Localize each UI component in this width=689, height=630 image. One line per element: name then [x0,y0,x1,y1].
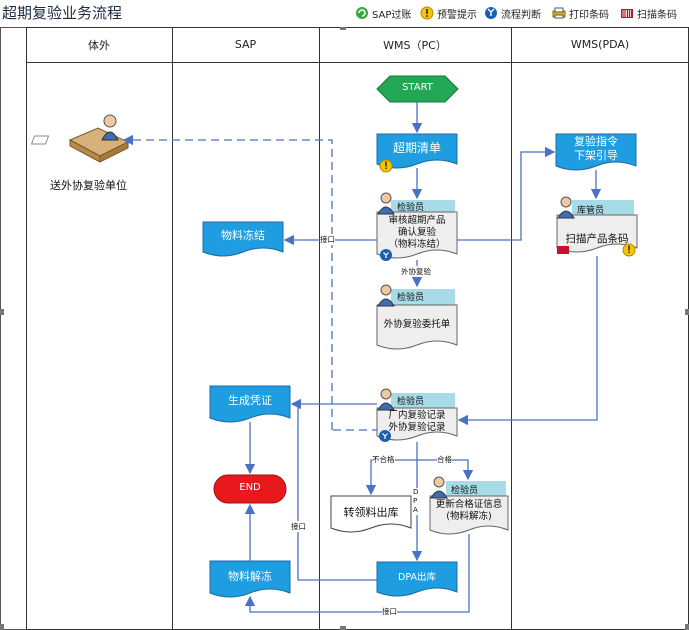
lane-header-sap: SAP [234,38,257,51]
update-certificate-node [429,495,509,535]
inspector-role-label: 检验员 [451,486,479,496]
role-banner [446,481,506,497]
title-bar: 超期复验业务流程 SAP过账 预警提示 流程判断 打印条码 扫描条码 [0,0,689,27]
edge-label-interface: 接口 [382,606,397,617]
selection-handle [685,309,689,315]
lane-header-outside: 体外 [88,38,110,52]
selection-handle [685,624,689,630]
freeze-label: 物料冻结 [221,229,265,242]
barcode-icon [621,9,633,18]
start-node [376,75,459,103]
person-icon [430,476,448,499]
outside-unit-label: 送外协复验单位 [50,179,127,192]
legend-label: 扫描条码 [637,9,677,21]
update-certificate-label-1: 更新合格证信息 [435,499,503,510]
end-node [213,474,287,504]
print-icon [552,7,566,19]
outsource-commission-label: 外协复验委托单 [383,319,451,330]
audit-label-1: 审核超期产品 [388,215,446,226]
lanes-frame [26,27,689,630]
selection-handle [0,309,4,315]
legend-warning: 预警提示 [420,5,477,21]
legend-label: 预警提示 [437,9,477,21]
person-icon [377,192,395,215]
outsource-record-label: 外协复验记录 [388,422,446,433]
role-banner [391,200,455,213]
unfreeze-label: 物料解冻 [228,570,272,583]
legend-label: 流程判断 [501,9,541,21]
lane-header-wms-pc: WMS（PC） [383,38,447,52]
warning-icon [420,6,434,20]
audit-label-3: （物料冻结） [388,239,446,250]
edge-label-qualified: 合格 [437,454,452,465]
worker-desk-icon [30,114,130,163]
edge-label-interface: 接口 [291,521,306,532]
voucher-label: 生成凭证 [228,394,272,407]
reinspection-order-node [555,133,637,171]
reinspection-order-label-2: 下架引导 [574,149,618,162]
legend-label: 打印条码 [569,9,609,21]
inhouse-record-label: 厂内复验记录 [388,410,446,421]
edge-label-interface: 接口 [320,234,335,245]
dpa-out-node [376,561,458,597]
freeze-node [202,221,284,257]
start-label: START [402,82,433,93]
reinspection-order-label-1: 复验指令 [574,135,618,148]
diagram-frame [0,27,689,630]
decision-icon [485,7,497,19]
barcode-icon [557,246,569,254]
keeper-role-label: 库管员 [577,206,605,216]
person-icon [377,284,395,307]
inspector-role-label: 检验员 [397,397,425,407]
transfer-label: 转领料出库 [343,506,399,519]
role-banner [391,393,455,409]
scan-barcode-label: 扫描产品条码 [565,233,629,245]
outsource-commission-node [376,304,458,350]
legend-decision: 流程判断 [484,5,541,21]
role-banner [572,200,634,216]
unfreeze-node [209,560,291,598]
legend-sap-post: SAP过账 [355,5,411,21]
end-label: END [239,482,261,493]
role-banner [391,289,455,305]
legend-label: SAP过账 [372,9,412,21]
legend-barcode: 扫描条码 [620,5,677,21]
update-certificate-label-2: (物料解冻) [446,511,492,522]
edge-label-outsourced: 外协复验 [401,266,431,277]
legend-print: 打印条码 [552,5,609,21]
dpa-vertical-label: DPA [413,488,421,515]
person-icon [377,388,395,411]
dpa-out-label: DPA出库 [398,572,436,583]
audit-label-2: 确认复验 [397,227,436,238]
lane-header-wms-pda: WMS(PDA) [570,38,630,51]
sap-post-icon [356,7,368,19]
transfer-node [330,495,412,533]
selection-handle [340,27,346,30]
selection-handle [0,624,4,630]
selection-handle [340,626,346,630]
inspector-role-label: 检验员 [397,293,425,303]
inspector-role-label: 检验员 [397,203,425,213]
edge-label-unqualified: 不合格 [372,454,395,465]
person-icon [557,196,575,219]
page-title: 超期复验业务流程 [2,4,123,22]
overdue-list-label: 超期清单 [392,141,441,155]
voucher-node [209,385,291,423]
